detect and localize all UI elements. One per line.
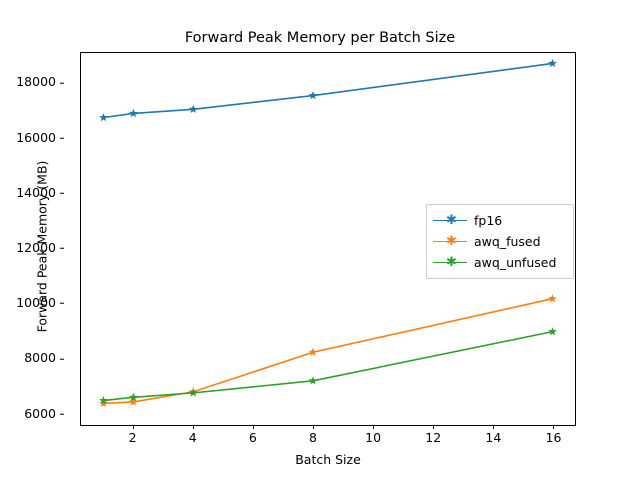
legend-swatch-awq-fused: ✱ bbox=[433, 234, 467, 249]
x-tick-mark bbox=[553, 425, 555, 429]
data-point-awq_unfused bbox=[129, 392, 138, 401]
series-line-awq_unfused bbox=[103, 330, 553, 402]
x-tick-mark bbox=[252, 425, 254, 429]
legend-label-awq-fused: awq_fused bbox=[474, 234, 541, 249]
x-tick-mark bbox=[312, 425, 314, 429]
x-tick-label: 2 bbox=[128, 430, 137, 445]
legend-item[interactable]: ✱ awq_unfused bbox=[433, 252, 567, 273]
x-tick-mark bbox=[192, 425, 194, 429]
data-point-awq_fused bbox=[548, 294, 557, 303]
y-tick-label: 10000 bbox=[6, 296, 64, 310]
y-tick-label: 12000 bbox=[6, 241, 64, 255]
series-line-awq_fused bbox=[103, 297, 553, 405]
series-line-fp16 bbox=[103, 62, 553, 119]
chart-title: Forward Peak Memory per Batch Size bbox=[184, 30, 456, 46]
x-tick-label: 6 bbox=[248, 430, 257, 445]
data-point-fp16 bbox=[548, 58, 557, 68]
y-tick-label: 8000 bbox=[6, 352, 64, 365]
x-tick-mark bbox=[433, 425, 435, 429]
data-point-awq_fused bbox=[129, 397, 138, 406]
y-tick-label: 14000 bbox=[6, 186, 64, 200]
data-point-fp16 bbox=[129, 108, 138, 118]
legend-item[interactable]: ✱ fp16 bbox=[433, 210, 567, 231]
x-tick-mark bbox=[132, 425, 134, 429]
x-axis-label: Batch Size bbox=[295, 452, 361, 467]
series-canvas bbox=[99, 58, 557, 408]
x-tick-label: 14 bbox=[485, 430, 502, 445]
x-tick-label: 12 bbox=[425, 430, 442, 445]
data-point-fp16 bbox=[99, 112, 108, 122]
x-tick-label: 4 bbox=[188, 430, 197, 445]
legend: ✱ fp16 ✱ awq_fused ✱ awq_unfused bbox=[426, 204, 574, 279]
data-point-awq_fused bbox=[99, 398, 108, 408]
data-point-fp16 bbox=[188, 104, 198, 113]
y-tick-label: 18000 bbox=[6, 76, 64, 89]
data-point-awq_unfused bbox=[188, 388, 198, 397]
x-tick-mark bbox=[493, 425, 495, 429]
data-point-fp16 bbox=[308, 90, 318, 100]
data-point-awq_unfused bbox=[548, 327, 557, 336]
x-tick-mark bbox=[373, 425, 375, 429]
y-tick-label: 16000 bbox=[6, 131, 64, 144]
plot-area bbox=[80, 52, 576, 426]
data-point-awq_fused bbox=[308, 347, 318, 356]
legend-swatch-fp16: ✱ bbox=[433, 213, 467, 228]
legend-label-fp16: fp16 bbox=[474, 213, 503, 228]
x-tick-label: 16 bbox=[545, 430, 562, 445]
y-tick-label: 6000 bbox=[6, 407, 64, 420]
x-tick-label: 8 bbox=[308, 430, 317, 445]
data-point-awq_unfused bbox=[308, 376, 318, 385]
legend-swatch-awq-unfused: ✱ bbox=[433, 255, 467, 270]
data-point-awq_unfused bbox=[99, 395, 108, 405]
x-tick-label: 10 bbox=[365, 430, 382, 445]
legend-label-awq-unfused: awq_unfused bbox=[474, 255, 557, 270]
legend-item[interactable]: ✱ awq_fused bbox=[433, 231, 567, 252]
